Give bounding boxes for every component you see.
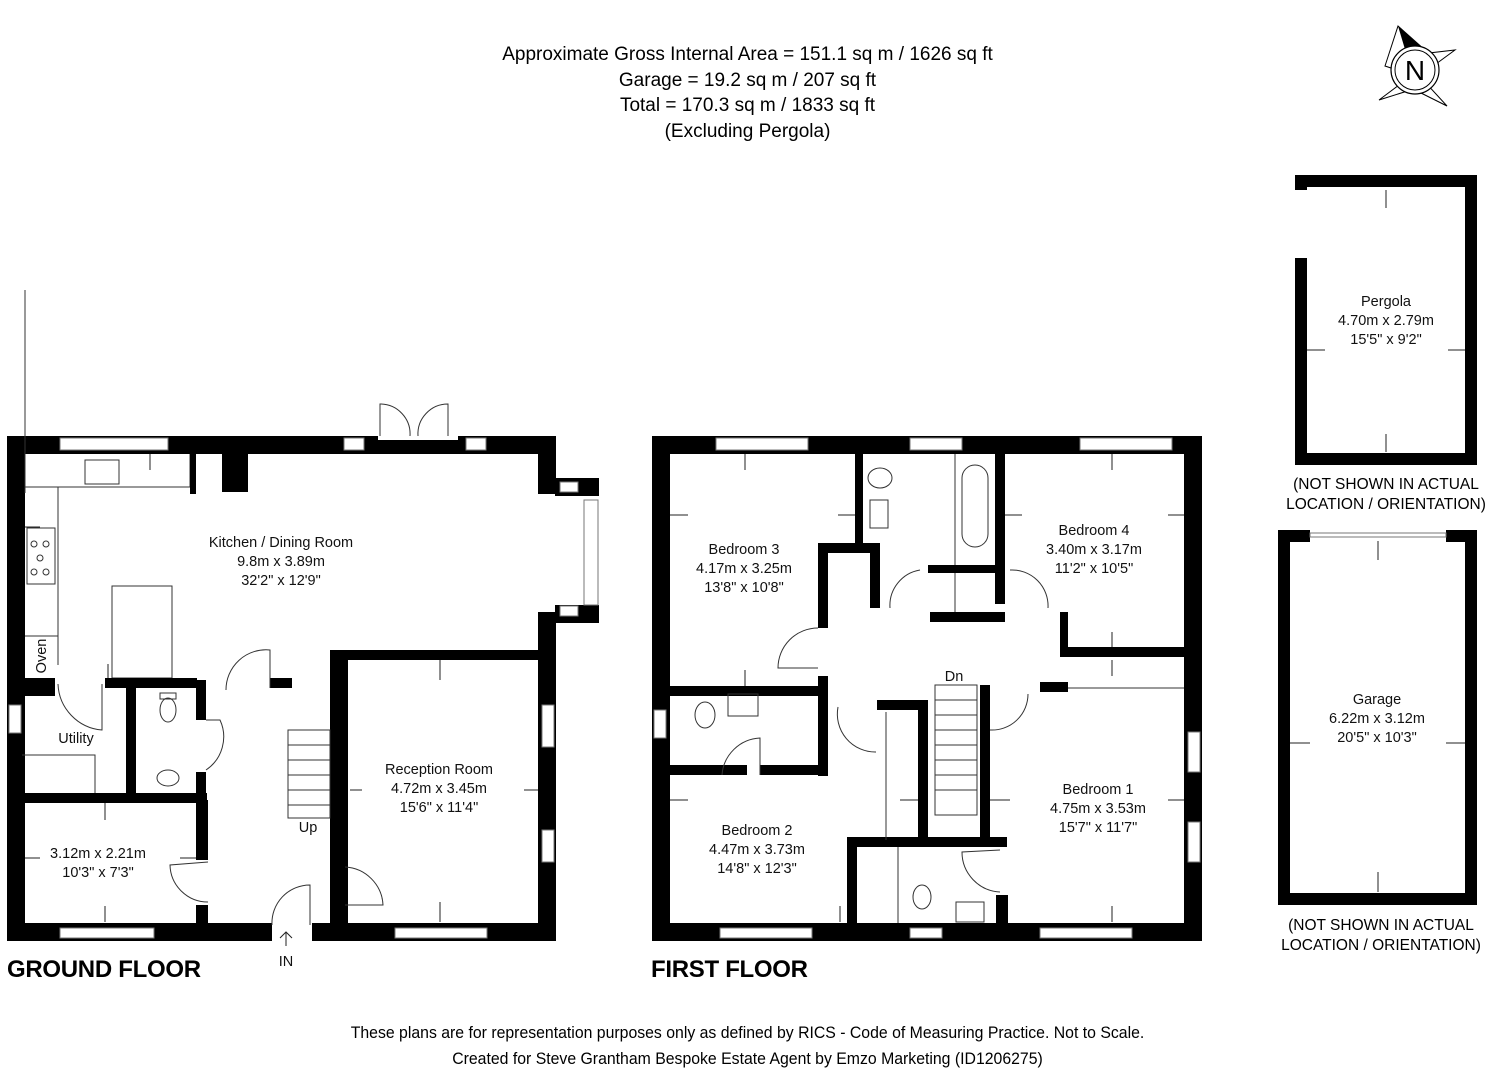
garage-metric: 6.22m x 3.12m xyxy=(1329,711,1425,727)
stairs-up-label: Up xyxy=(299,820,318,836)
bedroom2-imperial: 14'8" x 12'3" xyxy=(717,861,797,877)
room-labels: Kitchen / Dining Room 9.8m x 3.89m 32'2"… xyxy=(34,294,1434,970)
bedroom3-name: Bedroom 3 xyxy=(709,542,780,558)
pergola-name: Pergola xyxy=(1361,294,1412,310)
credit-line: Created for Steve Grantham Bespoke Estat… xyxy=(452,1049,1043,1068)
disclaimer-footer: These plans are for representation purpo… xyxy=(52,1020,1442,1072)
garage-name: Garage xyxy=(1353,692,1401,708)
bedroom1-metric: 4.75m x 3.53m xyxy=(1050,801,1146,817)
bedroom1-imperial: 15'7" x 11'7" xyxy=(1059,820,1137,836)
north-compass-icon: N xyxy=(1378,25,1457,107)
pergola-plan xyxy=(1295,175,1477,465)
bedroom4-metric: 3.40m x 3.17m xyxy=(1046,542,1142,558)
study-metric: 3.12m x 2.21m xyxy=(50,846,146,862)
pergola-imperial: 15'5" x 9'2" xyxy=(1350,332,1421,348)
reception-imperial: 15'6" x 11'4" xyxy=(400,800,478,816)
first-floor-plan xyxy=(652,436,1202,941)
kitchen-name: Kitchen / Dining Room xyxy=(209,535,353,551)
area-summary: Approximate Gross Internal Area = 151.1 … xyxy=(0,42,1495,144)
ground-floor-title: GROUND FLOOR xyxy=(7,956,201,983)
pergola-location-note: (NOT SHOWN IN ACTUAL LOCATION / ORIENTAT… xyxy=(1286,476,1486,513)
reception-metric: 4.72m x 3.45m xyxy=(391,781,487,797)
garage-location-note: (NOT SHOWN IN ACTUAL LOCATION / ORIENTAT… xyxy=(1281,917,1481,954)
total-area: Total = 170.3 sq m / 1833 sq ft xyxy=(619,95,876,116)
bedroom2-metric: 4.47m x 3.73m xyxy=(709,842,805,858)
kitchen-imperial: 32'2" x 12'9" xyxy=(241,573,321,589)
pergola-metric: 4.70m x 2.79m xyxy=(1338,313,1434,329)
first-floor-title: FIRST FLOOR xyxy=(651,956,808,983)
compass-letter: N xyxy=(1405,55,1425,86)
bedroom2-name: Bedroom 2 xyxy=(722,823,793,839)
reception-name: Reception Room xyxy=(385,762,493,778)
stairs-down-label: Dn xyxy=(945,669,964,685)
bedroom3-metric: 4.17m x 3.25m xyxy=(696,561,792,577)
bedroom4-imperial: 11'2" x 10'5" xyxy=(1055,561,1133,577)
disclaimer-line: These plans are for representation purpo… xyxy=(350,1023,1145,1042)
oven-label: Oven xyxy=(34,639,50,674)
kitchen-metric: 9.8m x 3.89m xyxy=(237,554,325,570)
study-imperial: 10'3" x 7'3" xyxy=(62,865,133,881)
entrance-label: IN xyxy=(279,954,294,970)
bedroom4-name: Bedroom 4 xyxy=(1059,523,1130,539)
utility-name: Utility xyxy=(58,731,94,747)
pergola-exclusion-note: (Excluding Pergola) xyxy=(664,120,831,142)
garage-area: Garage = 19.2 sq m / 207 sq ft xyxy=(618,69,877,91)
garage-imperial: 20'5" x 10'3" xyxy=(1337,730,1417,746)
gross-internal-area: Approximate Gross Internal Area = 151.1 … xyxy=(502,44,993,65)
bedroom3-imperial: 13'8" x 10'8" xyxy=(704,580,784,596)
bedroom1-name: Bedroom 1 xyxy=(1063,782,1134,798)
ground-floor-plan xyxy=(7,290,599,946)
garage-plan xyxy=(1278,530,1477,905)
